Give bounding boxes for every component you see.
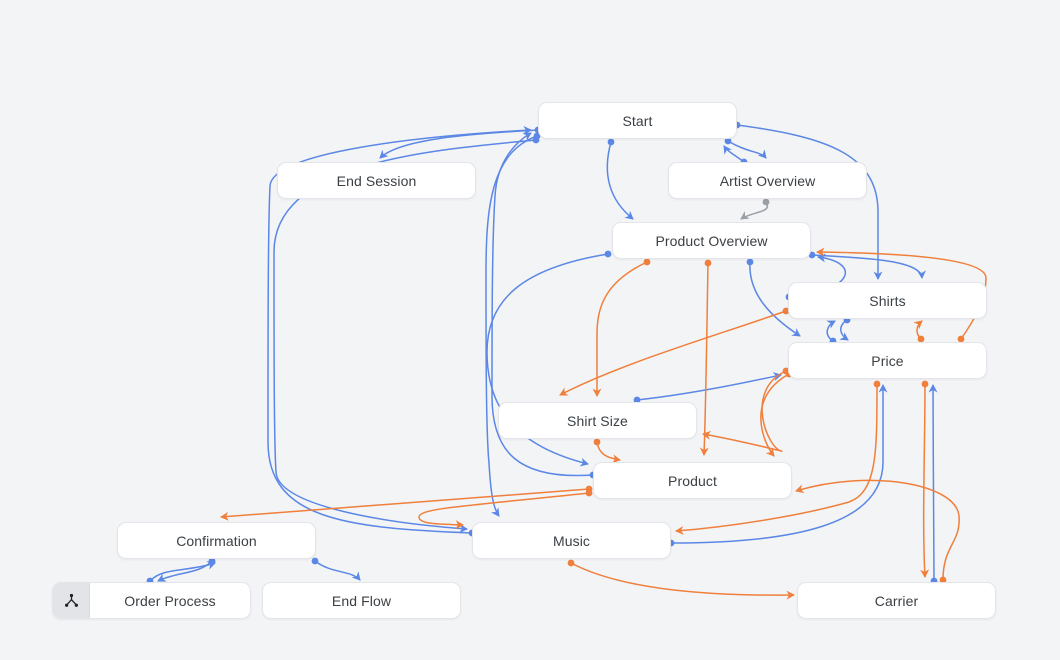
- edge-product-overview-price[interactable]: [746, 258, 801, 337]
- edge-product-overview-product[interactable]: [699, 259, 712, 456]
- node-label: End Flow: [331, 592, 392, 609]
- edge-shirts-shirt-size[interactable]: [559, 307, 790, 396]
- node-label: Shirt Size: [567, 412, 628, 429]
- workflow-icon: [53, 583, 90, 618]
- edge-confirmation-order-process[interactable]: [157, 557, 216, 582]
- edge-shirts-price[interactable]: [839, 316, 851, 341]
- node-shirt-size[interactable]: Shirt Size: [498, 402, 697, 439]
- edge-price-carrier[interactable]: [920, 380, 930, 578]
- node-label: End Session: [336, 172, 417, 189]
- node-product[interactable]: Product: [593, 462, 792, 499]
- node-label: Start: [622, 112, 653, 129]
- edge-price-shirts[interactable]: [826, 320, 837, 345]
- edge-price-shirts[interactable]: [913, 320, 925, 343]
- node-product-overview[interactable]: Product Overview: [612, 222, 811, 259]
- node-label: Shirts: [869, 292, 906, 309]
- node-end-flow[interactable]: End Flow: [262, 582, 461, 619]
- node-order-process[interactable]: Order Process: [52, 582, 251, 619]
- node-shirts[interactable]: Shirts: [788, 282, 987, 319]
- node-label: Artist Overview: [719, 172, 816, 189]
- node-label: Order Process: [124, 592, 216, 609]
- edge-product-overview-shirt-size[interactable]: [592, 258, 651, 397]
- edge-artist-overview-product-overview[interactable]: [740, 198, 770, 220]
- node-artist-overview[interactable]: Artist Overview: [668, 162, 867, 199]
- node-price[interactable]: Price: [788, 342, 987, 379]
- edge-start-end-session[interactable]: [379, 126, 542, 159]
- node-label: Price: [871, 352, 904, 369]
- node-music[interactable]: Music: [472, 522, 671, 559]
- edge-carrier-product[interactable]: [795, 479, 960, 584]
- edge-confirmation-end-flow[interactable]: [311, 557, 361, 581]
- edge-music-carrier[interactable]: [567, 559, 795, 600]
- edge-carrier-price[interactable]: [928, 384, 938, 585]
- node-label: Carrier: [874, 592, 919, 609]
- edge-product-music[interactable]: [418, 489, 593, 530]
- node-end-session[interactable]: End Session: [277, 162, 476, 199]
- edge-product-confirmation[interactable]: [220, 485, 593, 521]
- edge-artist-overview-start[interactable]: [723, 145, 748, 166]
- node-confirmation[interactable]: Confirmation: [117, 522, 316, 559]
- node-carrier[interactable]: Carrier: [797, 582, 996, 619]
- edge-shirt-size-product[interactable]: [593, 438, 621, 464]
- edge-price-music[interactable]: [675, 380, 881, 535]
- node-start[interactable]: Start: [538, 102, 737, 139]
- edge-shirt-size-price[interactable]: [633, 372, 782, 404]
- edge-start-music[interactable]: [485, 132, 541, 517]
- edge-product-start[interactable]: [491, 132, 597, 479]
- node-label: Product Overview: [655, 232, 768, 249]
- node-label: Music: [552, 532, 591, 549]
- edge-order-process-confirmation[interactable]: [146, 561, 216, 585]
- node-label: Product: [668, 472, 717, 489]
- edge-start-product-overview[interactable]: [606, 138, 634, 220]
- edge-price-product[interactable]: [760, 370, 793, 457]
- node-label: Confirmation: [176, 532, 257, 549]
